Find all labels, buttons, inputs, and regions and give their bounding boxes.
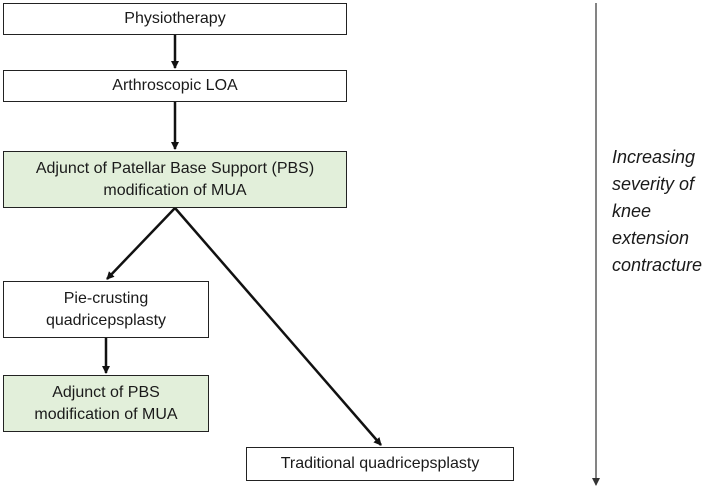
severity-label-line-2: severity of (612, 174, 695, 194)
severity-label-line-5: contracture (612, 255, 703, 275)
node-pie-crusting-line-1: Pie-crusting (63, 289, 149, 307)
severity-label-line-3: knee (612, 201, 652, 221)
node-physiotherapy: Physiotherapy (3, 3, 347, 35)
severity-label-line-4: extension (612, 228, 690, 248)
node-adjunct-of-pbs-line-1: Adjunct of PBS (52, 383, 160, 401)
severity-label-line-1: Increasing (612, 147, 696, 167)
node-traditional-line-1: Traditional quadricepsplasty (280, 455, 480, 472)
node-traditional-quadricepsplasty: Traditional quadricepsplasty (246, 447, 514, 481)
node-pbs-modification-of-mua-line-1: Adjunct of Patellar Base Support (PBS) (35, 159, 315, 177)
node-arthroscopic-loa-line-1: Arthroscopic LOA (112, 77, 238, 94)
node-pbs-modification-of-mua: Adjunct of Patellar Base Support (PBS) m… (3, 151, 347, 208)
node-pie-crusting-quadricepsplasty: Pie-crusting quadricepsplasty (3, 281, 209, 338)
node-arthroscopic-loa: Arthroscopic LOA (3, 70, 347, 102)
node-physiotherapy-line-1: Physiotherapy (124, 10, 226, 27)
node-adjunct-of-pbs-modification-of-mua: Adjunct of PBS modification of MUA (3, 375, 209, 432)
node-pbs-modification-of-mua-line-2: modification of MUA (103, 181, 247, 199)
node-pie-crusting-line-2: quadricepsplasty (45, 311, 167, 329)
node-adjunct-of-pbs-line-2: modification of MUA (34, 405, 178, 423)
edge-pbs-mua-to-pie-crusting (106, 207, 176, 280)
severity-axis-label: Increasing severity of knee extension co… (612, 144, 724, 279)
